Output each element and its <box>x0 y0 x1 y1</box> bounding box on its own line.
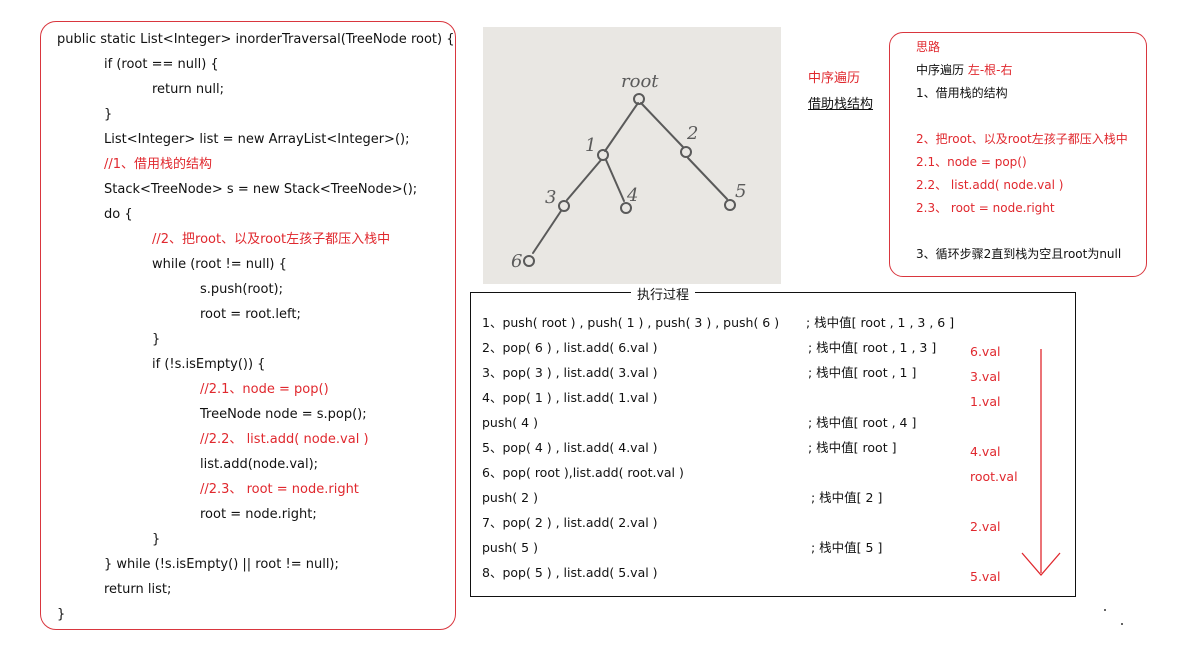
step-action: push( 2 ) <box>482 490 538 505</box>
tree-sketch: root 1 2 3 4 5 6 <box>511 71 746 272</box>
tree-node-3 <box>558 200 570 212</box>
code-line: if (root == null) { <box>104 57 219 72</box>
step-action: 1、push( root ) , push( 1 ) , push( 3 ) ,… <box>482 315 780 330</box>
tree-label-3: 3 <box>545 187 556 208</box>
code-comment: //2、把root、以及root左孩子都压入栈中 <box>152 232 391 247</box>
step-stack: ; 栈中值[ root , 4 ] <box>808 415 917 430</box>
ideas-line: 2.1、node = pop() <box>916 155 1027 169</box>
ideas-line-prefix: 中序遍历 <box>916 63 968 77</box>
tree-node-1 <box>597 149 609 161</box>
code-line: list.add(node.val); <box>200 457 319 472</box>
code-comment: //2.3、 root = node.right <box>200 482 359 497</box>
code-line: root = node.right; <box>200 507 317 522</box>
code-line: root = root.left; <box>200 307 301 322</box>
code-line: public static List<Integer> inorderTrave… <box>57 32 455 47</box>
step-action: push( 4 ) <box>482 415 538 430</box>
inorder-label: 中序遍历 <box>808 71 861 86</box>
tree-node-2 <box>680 146 692 158</box>
tree-node-4 <box>620 202 632 214</box>
step-stack: ; 栈中值[ root ] <box>808 440 897 455</box>
tree-edge <box>604 102 639 152</box>
code-line: if (!s.isEmpty()) { <box>152 357 266 372</box>
dot-decoration <box>1121 623 1123 625</box>
tree-label-4: 4 <box>626 185 638 206</box>
step-action: 8、pop( 5 ) , list.add( 5.val ) <box>482 565 658 580</box>
tree-sketch-photo: root 1 2 3 4 5 6 <box>483 27 781 284</box>
code-line: return list; <box>104 582 172 597</box>
tree-label-2: 2 <box>686 123 698 144</box>
tree-edge <box>605 159 625 202</box>
dot-decoration <box>1104 609 1106 611</box>
output-value: 1.val <box>970 394 1001 409</box>
ideas-line: 2.2、 list.add( node.val ) <box>916 178 1064 192</box>
code-line: do { <box>104 207 133 222</box>
tree-node-6 <box>523 255 535 267</box>
ideas-line: 中序遍历 左-根-右 <box>916 63 1013 78</box>
code-line: } <box>57 607 66 622</box>
step-action: 3、pop( 3 ) , list.add( 3.val ) <box>482 365 658 380</box>
ideas-line: 2.3、 root = node.right <box>916 201 1055 215</box>
code-line: } <box>104 107 113 122</box>
code-comment: //2.1、node = pop() <box>200 382 329 397</box>
tree-node-5 <box>724 199 736 211</box>
code-line: while (root != null) { <box>152 257 287 272</box>
tree-label-1: 1 <box>585 135 596 156</box>
code-line: } <box>152 532 161 547</box>
step-action: 5、pop( 4 ) , list.add( 4.val ) <box>482 440 658 455</box>
output-value: 6.val <box>970 344 1001 359</box>
code-panel <box>40 21 456 630</box>
step-stack: ; 栈中值[ 2 ] <box>811 490 883 505</box>
tree-label-root: root <box>621 71 659 92</box>
tree-label-6: 6 <box>511 251 522 272</box>
code-line: TreeNode node = s.pop(); <box>200 407 367 422</box>
code-line: } while (!s.isEmpty() || root != null); <box>104 557 339 572</box>
order-arrow-icon <box>1021 349 1061 576</box>
ideas-line: 1、借用栈的结构 <box>916 86 1008 100</box>
code-comment: //2.2、 list.add( node.val ) <box>200 432 369 447</box>
step-action: 6、pop( root ),list.add( root.val ) <box>482 465 684 480</box>
code-comment: //1、借用栈的结构 <box>104 157 213 172</box>
code-line: List<Integer> list = new ArrayList<Integ… <box>104 132 410 147</box>
step-action: 7、pop( 2 ) , list.add( 2.val ) <box>482 515 658 530</box>
output-value: 2.val <box>970 519 1001 534</box>
ideas-line: 3、循环步骤2直到栈为空且root为null <box>916 247 1122 261</box>
step-action: 4、pop( 1 ) , list.add( 1.val ) <box>482 390 658 405</box>
step-stack: ; 栈中值[ root , 1 , 3 , 6 ] <box>806 315 955 330</box>
step-action: push( 5 ) <box>482 540 538 555</box>
output-value: 4.val <box>970 444 1001 459</box>
tree-edge <box>640 102 684 148</box>
output-value: root.val <box>970 469 1018 484</box>
output-value: 5.val <box>970 569 1001 584</box>
ideas-line: 2、把root、以及root左孩子都压入栈中 <box>916 132 1128 146</box>
ideas-panel <box>889 32 1147 277</box>
tree-edge <box>687 157 728 200</box>
process-title: 执行过程 <box>631 284 696 303</box>
code-line: Stack<TreeNode> s = new Stack<TreeNode>(… <box>104 182 418 197</box>
tree-label-5: 5 <box>735 181 746 202</box>
ideas-line-highlight: 左-根-右 <box>967 63 1013 77</box>
step-stack: ; 栈中值[ root , 1 ] <box>808 365 917 380</box>
step-stack: ; 栈中值[ root , 1 , 3 ] <box>808 340 937 355</box>
output-value: 3.val <box>970 369 1001 384</box>
tree-edge <box>566 159 602 201</box>
tree-node-root <box>633 93 645 105</box>
tree-edge <box>532 210 562 254</box>
step-action: 2、pop( 6 ) , list.add( 6.val ) <box>482 340 658 355</box>
stack-structure-label: 借助栈结构 <box>808 97 874 112</box>
ideas-title: 思路 <box>916 40 941 54</box>
code-line: return null; <box>152 82 224 97</box>
code-line: s.push(root); <box>200 282 283 297</box>
code-line: } <box>152 332 161 347</box>
process-panel <box>470 292 1076 597</box>
step-stack: ; 栈中值[ 5 ] <box>811 540 883 555</box>
